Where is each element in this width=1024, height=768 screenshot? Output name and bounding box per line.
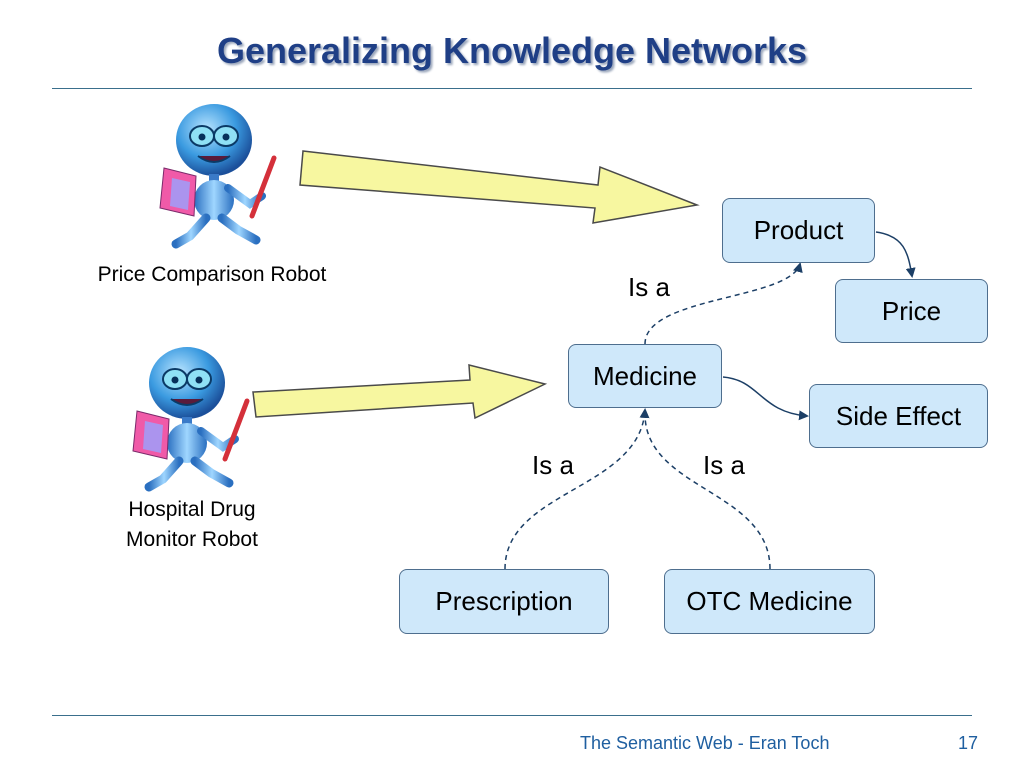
robot1-to-product-block-arrow [299,150,700,224]
product-node: Product [722,198,875,263]
price-comparison-robot-icon [159,104,277,249]
otc-medicine-to-medicine-isa-connector [644,413,771,570]
footer-divider [52,715,972,716]
medicine-product-isa-label: Is a [628,272,670,302]
price-node: Price [835,279,988,343]
price-comparison-robot-caption: Price Comparison Robot [97,263,327,286]
title-divider [52,88,972,89]
product-to-price-connector [875,231,916,278]
medicine-to-side-effect-connector [722,376,809,421]
otc-medicine-node: OTC Medicine [664,569,875,634]
prescription-medicine-isa-label: Is a [532,450,574,480]
robot2-to-medicine-block-arrow [252,364,548,420]
hospital-drug-monitor-robot-icon [132,347,250,492]
prescription-node: Prescription [399,569,609,634]
slide-title: Generalizing Knowledge Networks [216,30,808,71]
medicine-to-product-isa-connector [644,262,803,345]
medicine-node: Medicine [568,344,722,408]
page-number: 17 [958,733,979,753]
prescription-to-medicine-isa-connector [504,408,650,570]
side-effect-node: Side Effect [809,384,988,448]
hospital-drug-monitor-robot-caption: Hospital Drug Monitor Robot [126,498,258,551]
otc-medicine-isa-label: Is a [703,450,745,480]
footer-caption: The Semantic Web - Eran Toch [580,733,830,753]
